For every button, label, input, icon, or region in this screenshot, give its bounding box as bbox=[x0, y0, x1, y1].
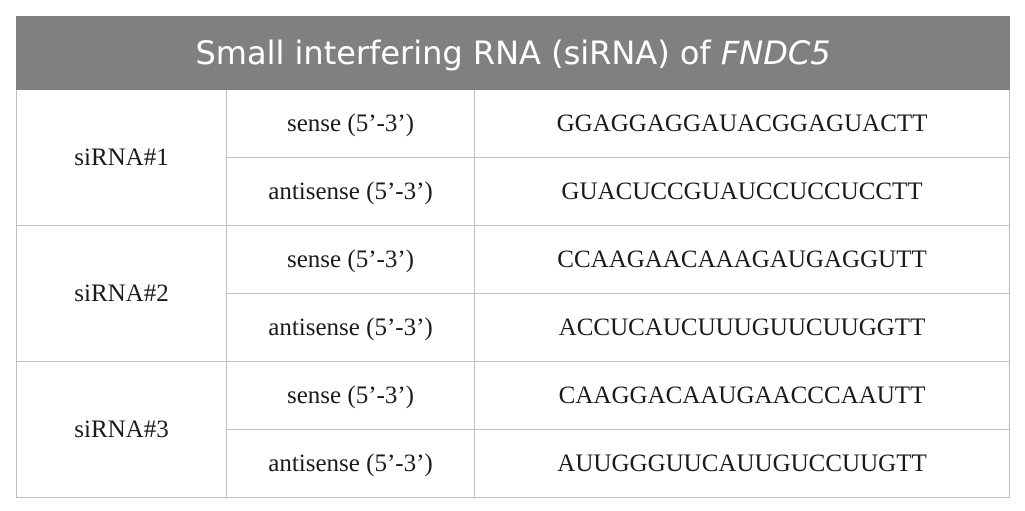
sequence-cell: ACCUCAUCUUUGUUCUUGGTT bbox=[473, 293, 1011, 362]
table-title-row: Small interfering RNA (siRNA) of FNDC5 bbox=[15, 16, 1011, 90]
table-row: siRNA#3 sense (5’-3’) CAAGGACAAUGAACCCAA… bbox=[16, 361, 1011, 498]
strand-cell: sense (5’-3’) bbox=[226, 225, 475, 294]
strand-cell: antisense (5’-3’) bbox=[226, 429, 475, 498]
strand-cell: sense (5’-3’) bbox=[226, 89, 475, 158]
sirna-name-cell: siRNA#2 bbox=[16, 225, 227, 362]
table-title-gene: FNDC5 bbox=[720, 34, 831, 72]
table-row: antisense (5’-3’) GUACUCCGUAUCCUCCUCCTT bbox=[17, 157, 1011, 226]
sirna-table-container: Small interfering RNA (siRNA) of FNDC5 s… bbox=[15, 16, 1011, 498]
sirna-name-cell: siRNA#1 bbox=[16, 89, 227, 226]
sirna-table: Small interfering RNA (siRNA) of FNDC5 s… bbox=[15, 16, 1011, 498]
sequence-cell: CCAAGAACAAAGAUGAGGUTT bbox=[473, 225, 1011, 294]
strand-cell: sense (5’-3’) bbox=[226, 361, 475, 430]
table-row: antisense (5’-3’) AUUGGGUUCAUUGUCCUUGTT bbox=[17, 429, 1011, 498]
sequence-cell: GGAGGAGGAUACGGAGUACTT bbox=[473, 89, 1011, 158]
sequence-cell: AUUGGGUUCAUUGUCCUUGTT bbox=[473, 429, 1011, 498]
sirna-name-cell: siRNA#3 bbox=[16, 361, 227, 498]
sequence-cell: GUACUCCGUAUCCUCCUCCTT bbox=[473, 157, 1011, 226]
strand-cell: antisense (5’-3’) bbox=[226, 293, 475, 362]
table-title-prefix: Small interfering RNA (siRNA) of bbox=[195, 34, 721, 72]
table-row: siRNA#2 sense (5’-3’) CCAAGAACAAAGAUGAGG… bbox=[16, 225, 1011, 362]
table-title: Small interfering RNA (siRNA) of FNDC5 bbox=[15, 16, 1011, 90]
strand-cell: antisense (5’-3’) bbox=[226, 157, 475, 226]
sequence-cell: CAAGGACAAUGAACCCAAUTT bbox=[473, 361, 1011, 430]
table-row: siRNA#1 sense (5’-3’) GGAGGAGGAUACGGAGUA… bbox=[16, 89, 1011, 226]
